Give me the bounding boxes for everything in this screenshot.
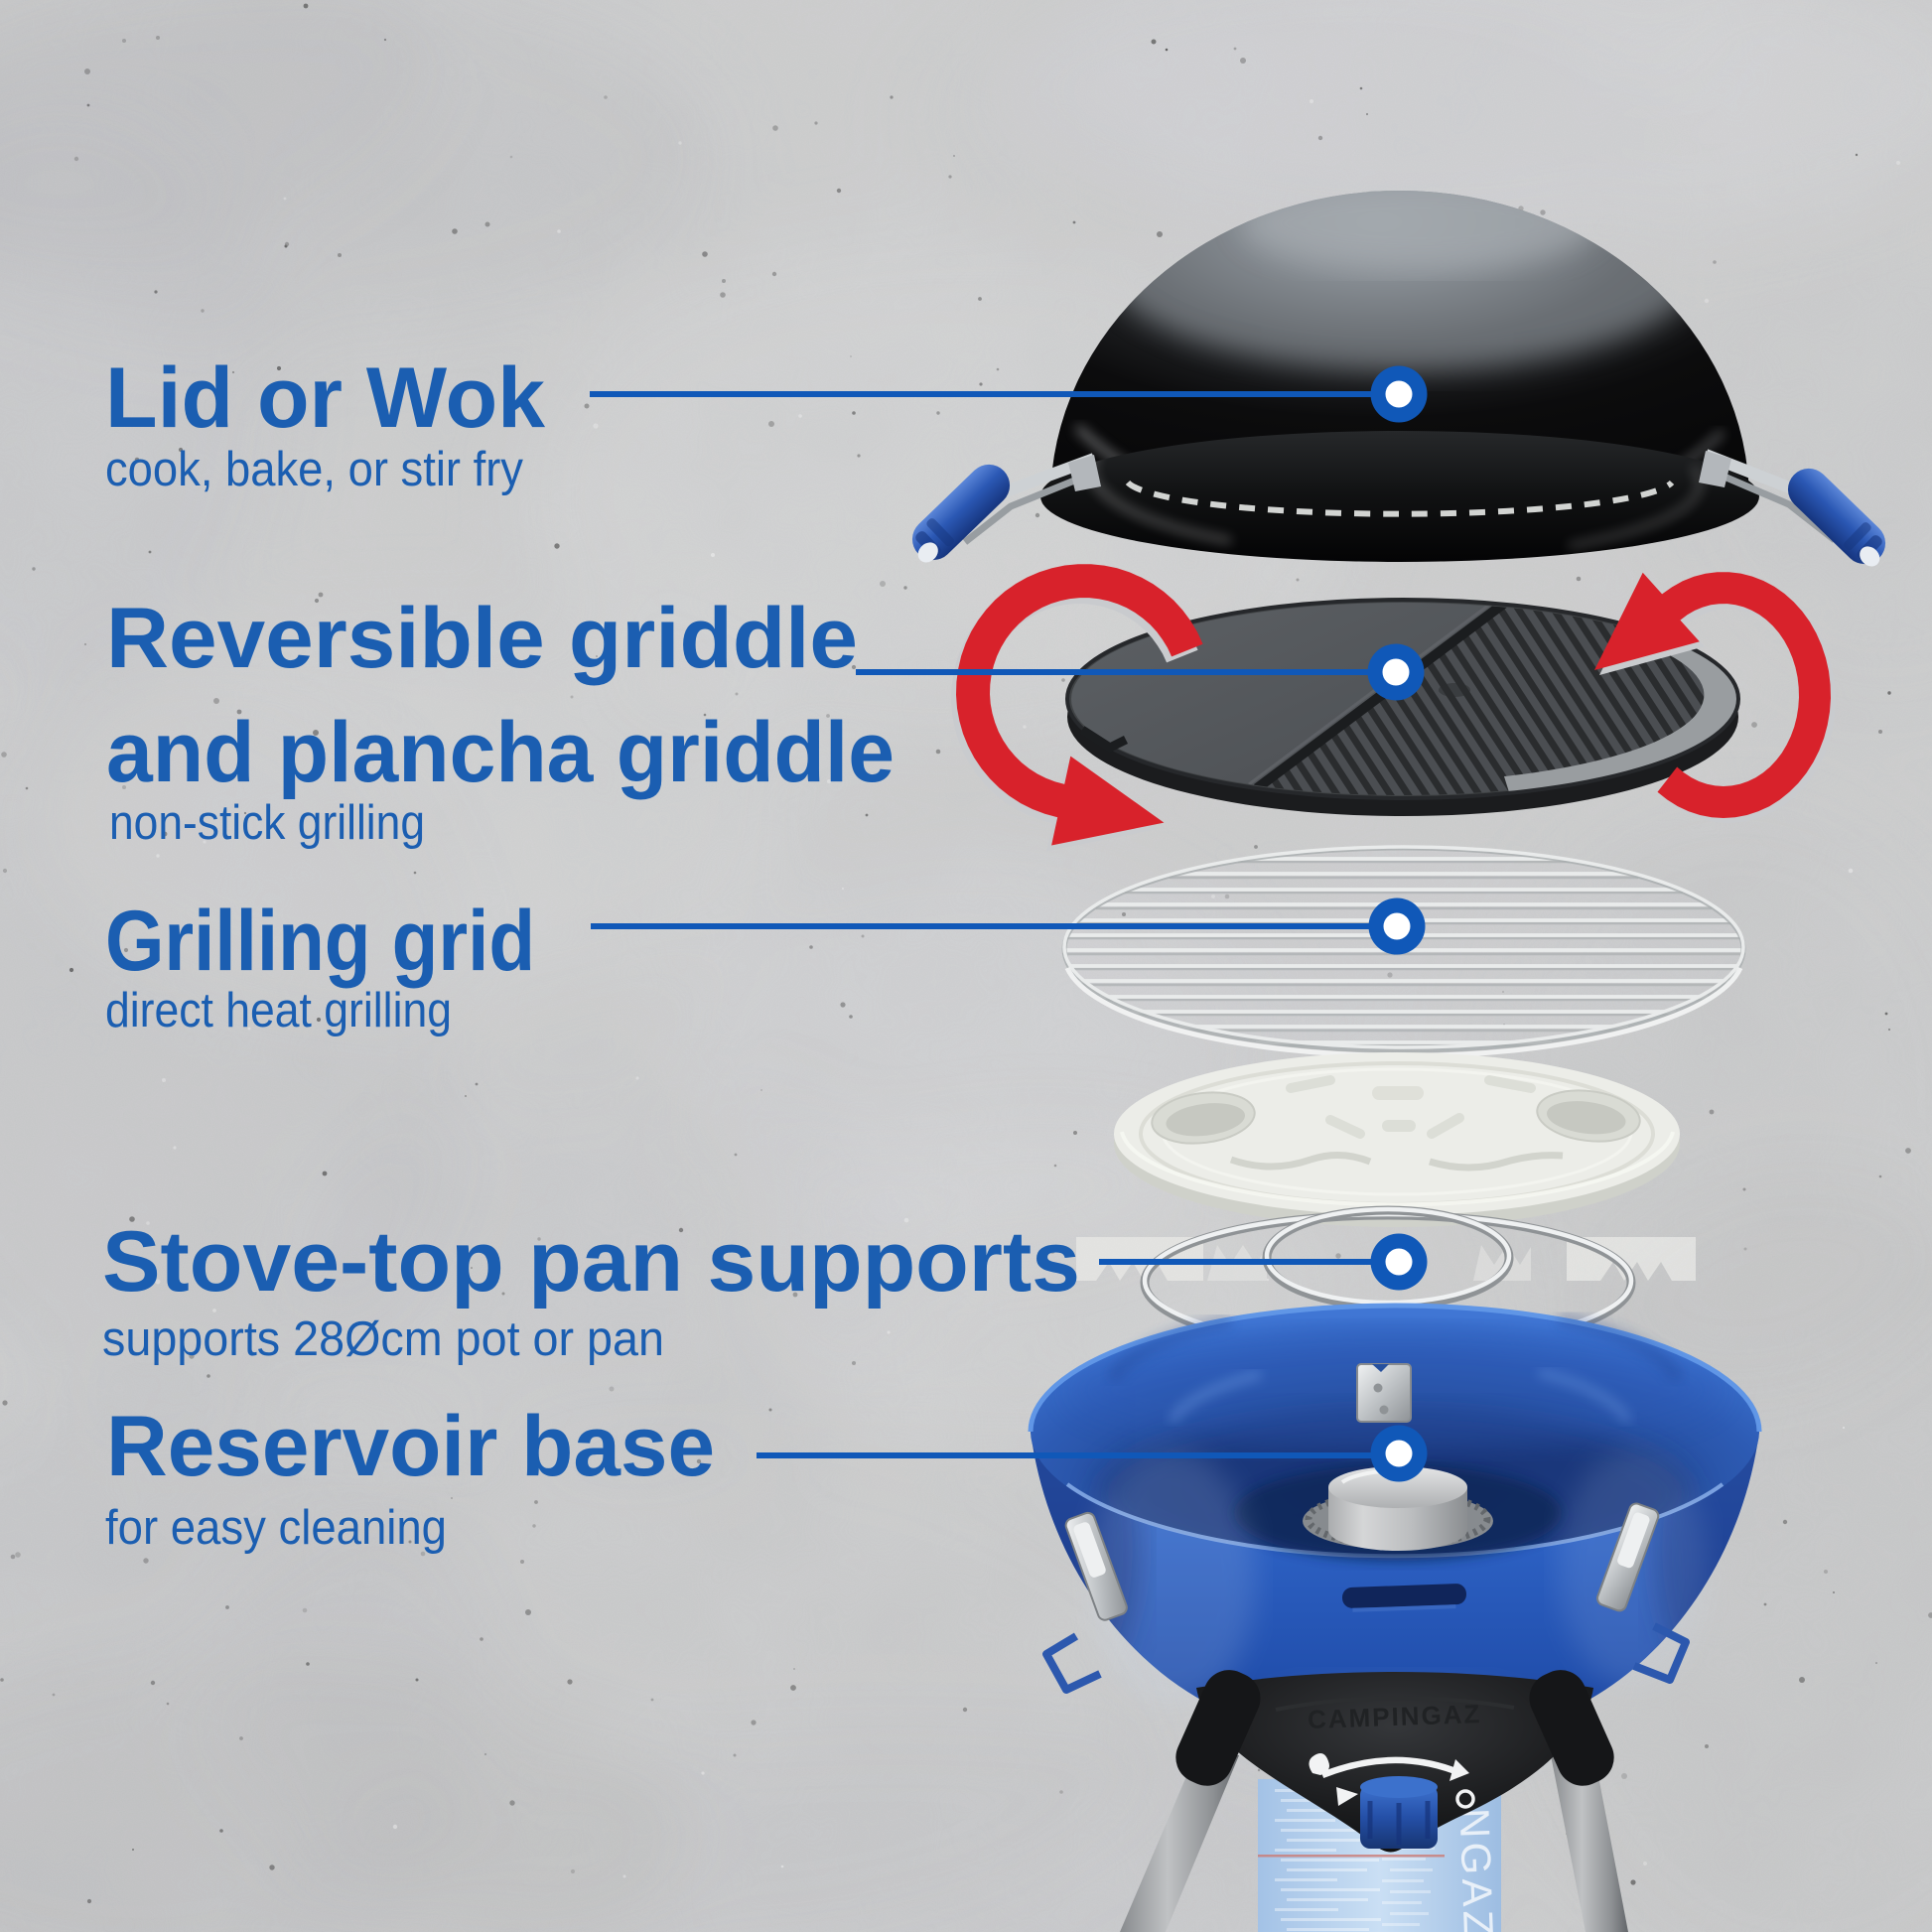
- svg-text:Grilling grid: Grilling grid: [105, 894, 535, 989]
- svg-text:CAMPINGAZ: CAMPINGAZ: [1307, 1699, 1481, 1734]
- svg-text:Stove-top pan supports: Stove-top pan supports: [102, 1214, 1080, 1310]
- svg-text:Reservoir base: Reservoir base: [106, 1399, 715, 1494]
- svg-text:supports 28Øcm pot or pan: supports 28Øcm pot or pan: [102, 1312, 664, 1366]
- svg-text:and plancha griddle: and plancha griddle: [106, 705, 895, 800]
- svg-text:cook, bake, or stir fry: cook, bake, or stir fry: [105, 443, 523, 496]
- svg-text:Reversible griddle: Reversible griddle: [106, 591, 858, 686]
- svg-text:Lid or Wok: Lid or Wok: [105, 350, 545, 446]
- svg-text:direct heat grilling: direct heat grilling: [105, 984, 452, 1037]
- svg-text:non-stick grilling: non-stick grilling: [109, 796, 425, 850]
- svg-text:for easy cleaning: for easy cleaning: [105, 1501, 447, 1555]
